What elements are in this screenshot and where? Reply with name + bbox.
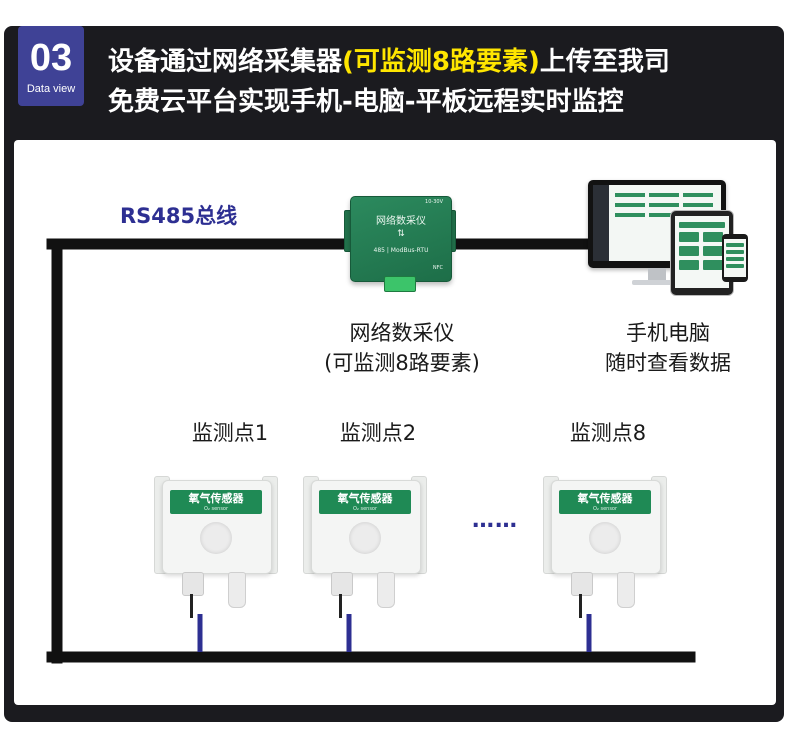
monitor-point-label-8: 监测点8 [569,421,647,445]
phone-screen [724,239,746,277]
tablet-tile [679,232,699,242]
phone-tile [726,243,744,247]
tablet-tile [703,232,723,242]
monitor-sidebar [593,185,609,261]
headline-line1: 设备通过网络采集器(可监测8路要素)上传至我司 [108,42,768,82]
monitor-point-label-2: 监测点2 [339,421,417,445]
monitor-bar [649,203,679,207]
collector-terminal-block [384,276,416,292]
sensor-cable-gland [571,572,593,596]
badge-caption: Data view [26,83,76,95]
collector-arrows-icon: ⇅ [397,229,405,239]
sensor-label-strip: 氧气传感器 O₂ sensor [559,490,651,514]
badge-number: 03 [29,37,73,79]
sensor-probe [617,572,635,608]
monitor-bar [649,193,679,197]
terminal-devices [588,180,748,300]
sensor-cable-gland [182,572,204,596]
monitor-stand [648,268,666,280]
tablet [670,210,734,296]
phone-tile [726,257,744,261]
sensor-title: 氧气传感器 [337,492,393,505]
tablet-tile [679,246,699,256]
terminals-label: 手机电脑 随时查看数据 [588,318,748,378]
sensor-subtitle: O₂ sensor [592,506,618,512]
oxygen-sensor-2: 氧气传感器 O₂ sensor [303,468,427,618]
tablet-screen [675,216,729,288]
sensor-title: 氧气传感器 [188,492,244,505]
phone [722,234,748,282]
monitor-bar [615,193,645,197]
oxygen-sensor-8: 氧气传感器 O₂ sensor [543,468,667,618]
sensor-subtitle: O₂ sensor [203,506,229,512]
tablet-tile [679,222,725,228]
monitor-bar [649,213,679,217]
sensor-subtitle: O₂ sensor [352,506,378,512]
oxygen-sensor-1: 氧气传感器 O₂ sensor [154,468,278,618]
sensor-vent [589,522,621,554]
monitor-point-label-1: 监测点1 [191,421,269,445]
collector-label-line2: (可监测8路要素) [324,351,480,375]
section-badge: 03 Data view [18,26,84,106]
sensor-vent [200,522,232,554]
monitor-bar [615,213,645,217]
tablet-tile [703,260,723,270]
sensor-cable [190,594,193,618]
sensor-cable [339,594,342,618]
headline-line1-post: 上传至我司 [539,47,670,77]
monitor-bar [683,203,713,207]
sensor-cable [579,594,582,618]
collector-label: 网络数采仪 (可监测8路要素) [322,318,482,378]
headline: 设备通过网络采集器(可监测8路要素)上传至我司 免费云平台实现手机-电脑-平板远… [108,42,768,122]
sensor-title: 氧气传感器 [577,492,633,505]
collector-body: 10-30V 网络数采仪 ⇅ 485 | ModBus-RTU NFC [350,196,452,282]
terminals-label-line1: 手机电脑 [626,321,710,345]
terminals-label-line2: 随时查看数据 [605,351,731,375]
tablet-tile [679,260,699,270]
collector-nfc: NFC [432,265,443,271]
headline-line2: 免费云平台实现手机-电脑-平板远程实时监控 [108,87,624,117]
monitor-base [632,280,682,285]
collector-device-text: 网络数采仪 [376,216,426,227]
phone-tile [726,264,744,268]
headline-highlight: (可监测8路要素) [342,47,540,77]
sensor-cable-gland [331,572,353,596]
sensor-probe [377,572,395,608]
collector-label-line1: 网络数采仪 [349,321,455,345]
headline-line1-pre: 设备通过网络采集器 [108,47,343,77]
tablet-tile [703,246,723,256]
network-collector: 10-30V 网络数采仪 ⇅ 485 | ModBus-RTU NFC [344,188,456,300]
sensor-vent [349,522,381,554]
phone-tile [726,250,744,254]
collector-protocol: 485 | ModBus-RTU [373,247,429,254]
sensor-probe [228,572,246,608]
collector-voltage: 10-30V [425,199,443,205]
bus-label: RS485总线 [120,204,238,228]
monitor-bar [615,203,645,207]
sensor-label-strip: 氧气传感器 O₂ sensor [319,490,411,514]
monitor-bar [683,193,713,197]
sensor-label-strip: 氧气传感器 O₂ sensor [170,490,262,514]
ellipsis: …… [472,508,518,533]
